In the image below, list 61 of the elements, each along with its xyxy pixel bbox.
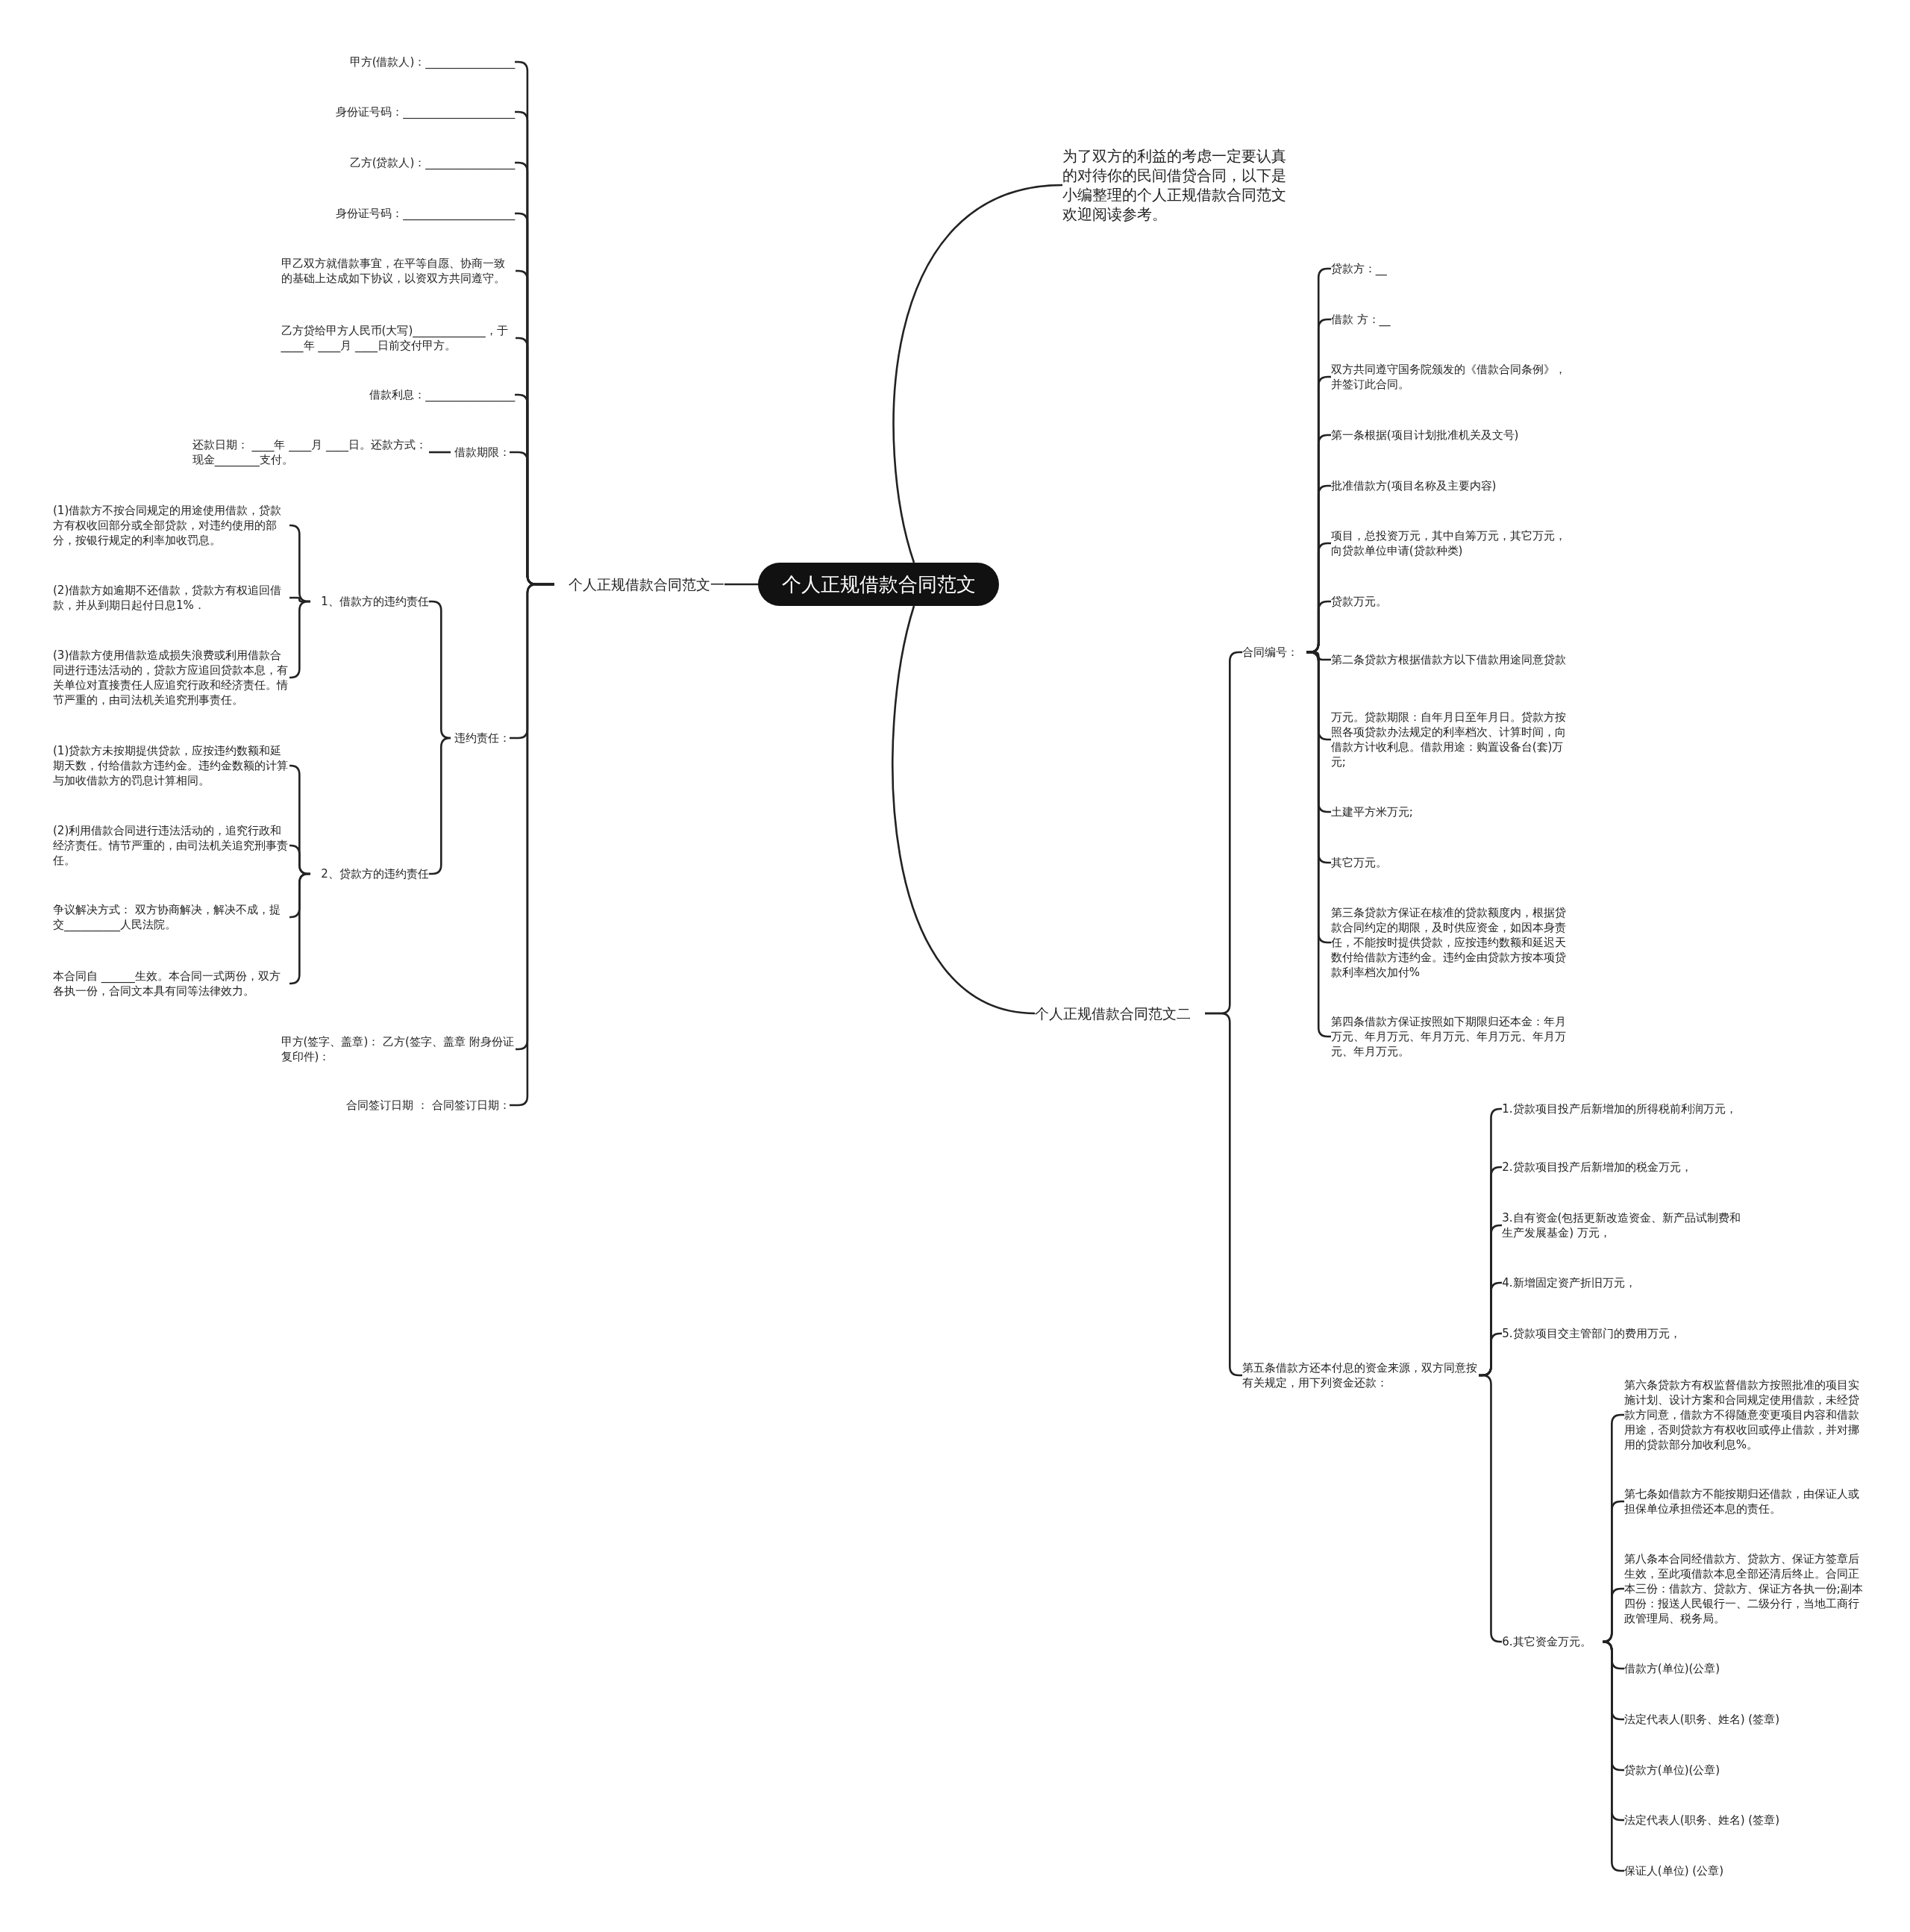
central-topic: 个人正规借款合同范文 — [757, 562, 1000, 606]
topic-text: 批准借款方(项目名称及主要内容) — [1330, 478, 1568, 493]
topic-text: 第六条贷款方有权监督借款方按照批准的项目实施计划、设计方案和合同规定使用借款，未经贷款方同意，借款方不得随意变更项目内容和借款用途，否则贷款方有权收回或停止借款，并对挪用的贷款部分加收利息%。 — [1624, 1378, 1864, 1453]
topic-text: 法定代表人(职务、姓名) (签章) — [1624, 1712, 1864, 1727]
topic-text: 土建平方米万元; — [1330, 804, 1568, 820]
topic-text: (1)借款方不按合同规定的用途使用借款，贷款方有权收回部分或全部贷款，对违约使用的部分，按银行规定的利率加收罚息。 — [53, 502, 290, 548]
topic-text: 第四条借款方保证按照如下期限归还本金：年月万元、年月万元、年月万元、年月万元、年月万元、年月万元。 — [1330, 1014, 1568, 1059]
topic-text: 第三条贷款方保证在核准的贷款额度内，根据贷款合同约定的期限，及时供应资金，如因本身责任，不能按时提供贷款，应按违约数额和延迟天数付给借款方违约金。违约金由贷款方按本项贷款利率档次加付% — [1330, 905, 1568, 981]
topic-text: 争议解决方式： 双方协商解决，解决不成，提交__________人民法院。 — [53, 901, 290, 932]
topic-text: 合同签订日期 ： 合同签订日期： — [295, 1098, 510, 1113]
topic-text: 身份证号码：____________________ — [295, 104, 516, 120]
topic-text: 1、借款方的违约责任 — [310, 594, 429, 609]
topic-text: 乙方贷给甲方人民币(大写)_____________，于 ____年 ____月 ____日前交付甲方。 — [281, 322, 516, 353]
topic-text: 1.贷款项目投产后新增加的所得税前利润万元， — [1502, 1101, 1744, 1117]
topic-text: 5.贷款项目交主管部门的费用万元， — [1502, 1326, 1744, 1342]
topic-text: 保证人(单位) (公章) — [1624, 1863, 1864, 1879]
branch-topic: 个人正规借款合同范文二 — [1035, 1004, 1206, 1022]
topic-text: 万元。贷款期限：自年月日至年月日。贷款方按照各项贷款办法规定的利率档次、计算时间，向借款方计收利息。借款用途：购置设备台(套)万元; — [1330, 709, 1568, 769]
topic-text: 身份证号码：____________________ — [295, 205, 516, 221]
topic-text: 第八条本合同经借款方、贷款方、保证方签章后生效，至此项借款本息全部还清后终止。合同正本三份：借款方、贷款方、保证方各执一份;副本四份：报送人民银行一、二级分行，当地工商行政管理局、税务局。 — [1624, 1551, 1864, 1626]
topic-text: 贷款方：__ — [1330, 261, 1568, 277]
topic-text: 借款利息：________________ — [295, 387, 516, 402]
topic-text: 4.新增固定资产折旧万元， — [1502, 1275, 1744, 1291]
topic-text: 甲乙双方就借款事宜，在平等自愿、协商一致的基础上达成如下协议，以资双方共同遵守。 — [281, 256, 516, 287]
connector-line — [892, 184, 1063, 563]
topic-text: 6.其它资金万元。 — [1502, 1634, 1606, 1649]
topic-text: 3.自有资金(包括更新改造资金、新产品试制费和生产发展基金) 万元， — [1502, 1210, 1744, 1240]
topic-text: 2、贷款方的违约责任 — [310, 866, 429, 881]
topic-text: 本合同自 ______生效。本合同一式两份，双方各执一份，合同文本具有同等法律效力。 — [53, 969, 290, 998]
branch-topic: 个人正规借款合同范文一 — [554, 575, 725, 593]
topic-text: (2)借款方如逾期不还借款，贷款方有权追回借款，并从到期日起付日息1%． — [53, 583, 290, 613]
topic-text: 第一条根据(项目计划批准机关及文号) — [1330, 428, 1568, 443]
topic-text: 第二条贷款方根据借款方以下借款用途同意贷款 — [1330, 651, 1568, 667]
topic-text: 还款日期： ____年 ____月 ____日。还款方式：现金________支付。 — [192, 437, 429, 468]
connector-line — [892, 605, 1036, 1015]
topic-text: 甲方(签字、盖章)： 乙方(签字、盖章 附身份证复印件)： — [281, 1034, 516, 1064]
topic-text: 借款方(单位)(公章) — [1624, 1661, 1864, 1677]
topic-text: (1)贷款方未按期提供贷款，应按违约数额和延期天数，付给借款方违约金。违约金数额的计算与加收借款方的罚息计算相同。 — [53, 743, 290, 788]
intro-text: 为了双方的利益的考虑一定要认真的对待你的民间借贷合同，以下是小编整理的个人正规借款合同范文欢迎阅读参考。 — [1062, 146, 1297, 224]
topic-text: 其它万元。 — [1330, 855, 1568, 871]
topic-text: 借款 方：__ — [1330, 311, 1568, 327]
topic-text: 贷款万元。 — [1330, 594, 1568, 609]
topic-text: 甲方(借款人)：________________ — [295, 54, 516, 69]
connector-line — [724, 583, 758, 586]
topic-text: 双方共同遵守国务院颁发的《借款合同条例》，并签订此合同。 — [1330, 362, 1568, 393]
topic-text: 违约责任： — [451, 731, 510, 746]
topic-text: 2.贷款项目投产后新增加的税金万元， — [1502, 1160, 1744, 1175]
topic-text: 贷款方(单位)(公章) — [1624, 1762, 1864, 1778]
topic-text: 乙方(贷款人)：________________ — [295, 155, 516, 170]
topic-text: (3)借款方使用借款造成损失浪费或利用借款合同进行违法活动的，贷款方应追回贷款本息，有关单位对直接责任人应追究行政和经济责任。情节严重的，由司法机关追究刑事责任。 — [53, 648, 290, 708]
connector-line — [289, 872, 310, 985]
topic-text: 法定代表人(职务、姓名) (签章) — [1624, 1813, 1864, 1828]
topic-text: 第五条借款方还本付息的资金来源，双方同意按有关规定，用下列资金还款： — [1242, 1360, 1479, 1391]
topic-text: 借款期限： — [451, 445, 510, 460]
connector-line — [289, 600, 310, 679]
connector-line — [1479, 1374, 1502, 1643]
topic-text: 项目，总投资万元，其中自筹万元，其它万元，向贷款单位申请(贷款种类) — [1330, 528, 1568, 559]
topic-text: 第七条如借款方不能按期归还借款，由保证人或担保单位承担偿还本息的责任。 — [1624, 1486, 1864, 1516]
connector-line — [429, 451, 451, 454]
topic-text: (2)利用借款合同进行违法活动的，追究行政和经济责任。情节严重的，由司法机关追究刑事责任。 — [53, 823, 290, 868]
topic-text: 合同编号： — [1242, 644, 1306, 660]
